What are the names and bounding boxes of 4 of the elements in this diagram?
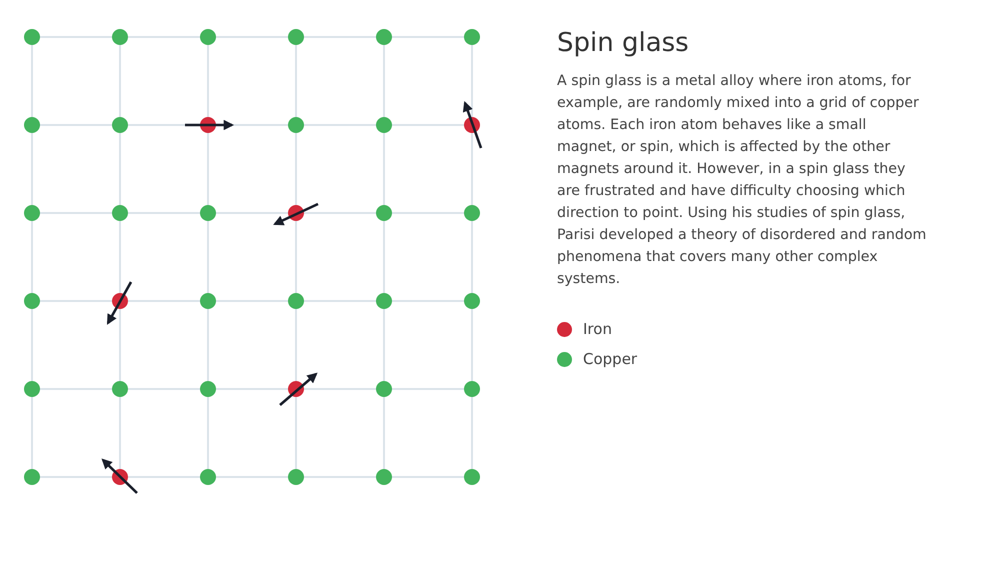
title: Spin glass [557,28,690,58]
description-paragraph: A spin glass is a metal alloy where iron atoms, for example, are randomly mixed into a grid of copper atoms. Each iron atom behaves like a small magnet, or spin, which is affected by the other magnets around it. However, in a spin glass they are frustrated and have difficulty choosing which direction to point. Using his studies of spin glass, Parisi developed a theory of disordered and random phenomena that covers many other complex systems. [557,72,928,289]
legend-label: Iron [583,320,612,338]
legend-label: Copper [583,350,638,368]
